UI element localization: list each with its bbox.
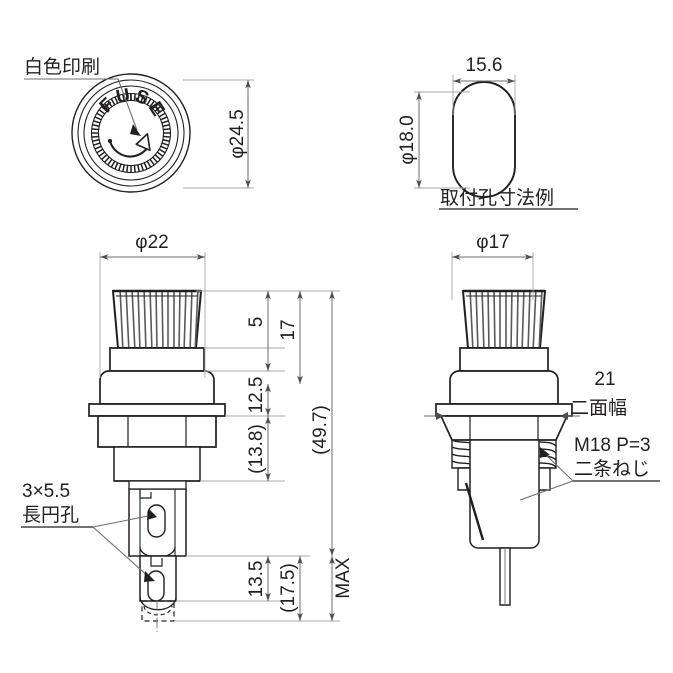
overall-length-label: (49.7) bbox=[310, 405, 331, 455]
thread-start-label: 二条ねじ bbox=[574, 458, 650, 480]
cap-step-dimension: 5 bbox=[246, 290, 271, 372]
thread-spec-callout: M18 P=3 二条ねじ bbox=[519, 435, 660, 501]
white-print-leader bbox=[24, 78, 138, 131]
side-housing-body bbox=[449, 370, 559, 405]
max-label: MAX bbox=[333, 557, 354, 599]
thread-callout-leader-2 bbox=[519, 480, 574, 501]
body-diameter-label: φ22 bbox=[135, 232, 168, 253]
cap-diameter-label: φ24.5 bbox=[227, 109, 248, 158]
oblong-hole-size-label: 3×5.5 bbox=[22, 481, 70, 502]
cap-outer-ring bbox=[71, 73, 191, 193]
oblong-hole-upper bbox=[147, 504, 166, 538]
side-lead-wire bbox=[464, 482, 485, 541]
front-elevation-view: φ22 5 17 12.5 bbox=[21, 232, 354, 632]
flange-depth-dimension: 12.5 bbox=[246, 377, 271, 417]
hole-diameter-dimension: φ18.0 bbox=[397, 91, 470, 189]
terminal-length-label: 13.5 bbox=[246, 561, 267, 598]
across-flats-note-label: 二面幅 bbox=[570, 397, 627, 419]
cap-step-label: 5 bbox=[246, 317, 267, 328]
oblong-hole-name-label: 長円孔 bbox=[22, 504, 79, 526]
hole-width-dimension: 15.6 bbox=[452, 55, 516, 115]
mounting-hole-outline bbox=[452, 81, 516, 198]
oblong-hole-arrow-upper bbox=[147, 509, 157, 520]
thread-length-dimension: (13.8) bbox=[246, 415, 271, 482]
across-flats-label: 21 bbox=[594, 369, 615, 390]
hole-width-label: 15.6 bbox=[466, 55, 503, 76]
thread-callout-arrow bbox=[540, 447, 550, 458]
cap-height-label: 17 bbox=[278, 319, 299, 340]
body-diameter-dimension: φ22 bbox=[99, 232, 206, 378]
housing-body bbox=[99, 370, 215, 405]
knob-diameter-dimension: φ17 bbox=[451, 232, 534, 300]
cap-knurled-body bbox=[111, 289, 203, 349]
cap-third-ring bbox=[83, 85, 179, 181]
hole-diameter-label: φ18.0 bbox=[397, 115, 418, 164]
oblong-hole-lower bbox=[147, 570, 165, 602]
thread-callout-leader bbox=[543, 452, 574, 482]
side-elevation-view: φ17 21 二面幅 M18 P=3 二条ねじ bbox=[424, 232, 660, 606]
mounting-hole-view: 15.6 φ18.0 取付孔寸法例 bbox=[397, 55, 578, 210]
flange-depth-label: 12.5 bbox=[246, 377, 267, 414]
mounting-flange bbox=[88, 403, 226, 417]
white-print-arrowhead bbox=[130, 124, 141, 136]
cap-collar bbox=[109, 347, 205, 372]
overall-length-dimension: (49.7) bbox=[310, 290, 335, 622]
rotation-arrow-icon bbox=[107, 133, 151, 158]
terminal-max-label: (17.5) bbox=[278, 563, 299, 613]
white-print-note-label: 白色印刷 bbox=[24, 56, 100, 78]
oblong-hole-arrow-lower bbox=[144, 571, 155, 582]
oblong-hole-note: 3×5.5 長円孔 bbox=[21, 481, 157, 582]
cap-second-ring bbox=[77, 79, 185, 187]
side-hex-nut bbox=[439, 415, 569, 441]
threaded-shank bbox=[113, 446, 201, 482]
oblong-hole-leader-lower bbox=[92, 526, 151, 579]
side-main-body bbox=[469, 439, 540, 549]
front-face-view: FUSE 白色印刷 φ24.5 bbox=[24, 56, 254, 193]
terminal-upper bbox=[128, 480, 187, 558]
knob-diameter-label: φ17 bbox=[476, 232, 509, 253]
mounting-hole-caption: 取付孔寸法例 bbox=[440, 187, 554, 209]
side-mounting-flange bbox=[435, 403, 573, 417]
cap-diameter-dimension: φ24.5 bbox=[183, 79, 254, 189]
thread-length-label: (13.8) bbox=[246, 424, 267, 474]
side-cap-collar bbox=[459, 347, 549, 372]
side-cap-knurled-body bbox=[461, 289, 547, 349]
cap-knurl-ring bbox=[90, 92, 172, 174]
thread-spec-label: M18 P=3 bbox=[574, 435, 651, 456]
oblong-hole-leader-upper bbox=[92, 514, 154, 528]
across-flats-dimension: 21 二面幅 bbox=[424, 369, 627, 420]
hex-nut bbox=[97, 415, 217, 448]
terminal-length-dimension: 13.5 bbox=[246, 555, 271, 602]
terminal-max-dimension: (17.5) bbox=[278, 555, 303, 622]
cap-height-dimension: 17 bbox=[278, 290, 303, 385]
